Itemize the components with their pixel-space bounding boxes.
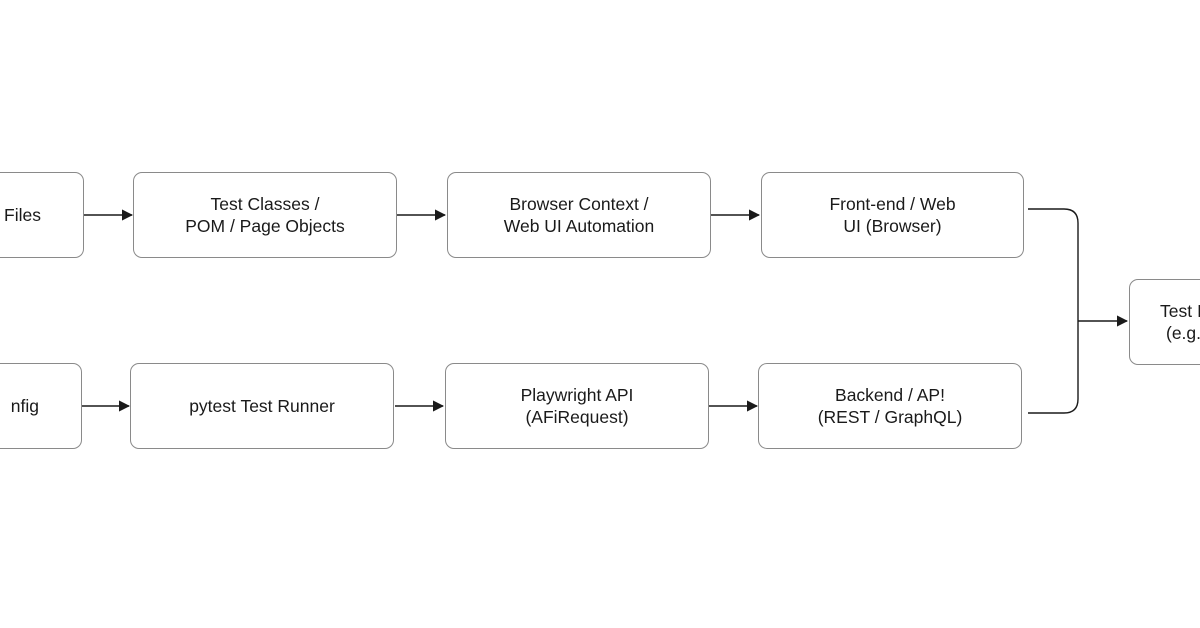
node-config-label: nfig <box>10 396 39 416</box>
node-backend-api: Backend / AP! (REST / GraphQL) <box>758 363 1022 449</box>
node-test-classes: Test Classes / POM / Page Objects <box>133 172 397 258</box>
node-playwright-api-line-2: (AFiRequest) <box>525 407 629 427</box>
node-front-end: Front-end / Web UI (Browser) <box>761 172 1024 258</box>
node-files-label: Files <box>4 205 41 225</box>
node-front-end-line-2: UI (Browser) <box>843 216 942 236</box>
node-backend-api-line-1: Backend / AP! <box>835 385 945 405</box>
node-files: Files <box>0 172 84 258</box>
node-front-end-line-1: Front-end / Web <box>829 194 956 214</box>
node-test-report: Test I (e.g. <box>1129 279 1200 365</box>
node-test-classes-line-1: Test Classes / <box>210 194 320 214</box>
merge-bracket <box>1028 208 1079 414</box>
node-browser-context-line-2: Web UI Automation <box>503 216 655 236</box>
node-test-report-line-1: Test I <box>1160 301 1200 321</box>
node-backend-api-line-2: (REST / GraphQL) <box>817 407 963 427</box>
node-browser-context-line-1: Browser Context / <box>509 194 649 214</box>
node-playwright-api: Playwright API (AFiRequest) <box>445 363 709 449</box>
node-playwright-api-line-1: Playwright API <box>520 385 634 405</box>
node-pytest-runner-line-1: pytest Test Runner <box>189 396 335 416</box>
node-pytest-runner: pytest Test Runner <box>130 363 394 449</box>
node-test-classes-line-2: POM / Page Objects <box>185 216 345 236</box>
node-browser-context: Browser Context / Web UI Automation <box>447 172 711 258</box>
node-config: nfig <box>0 363 82 449</box>
node-test-report-line-2: (e.g. <box>1166 323 1200 343</box>
